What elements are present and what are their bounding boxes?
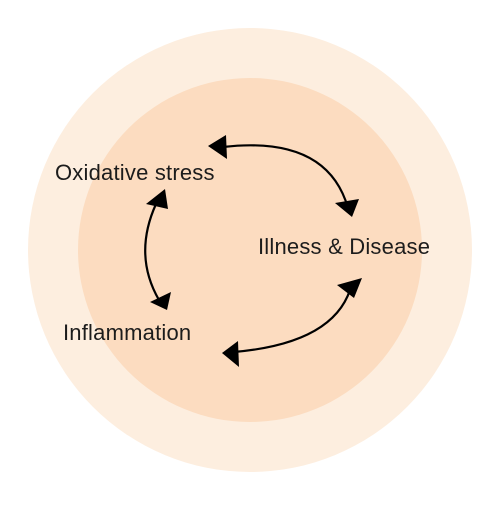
inner-disc bbox=[78, 78, 422, 422]
arrow-inflammation-oxidative bbox=[144, 189, 171, 310]
arrowhead-icon bbox=[337, 278, 362, 298]
arrowhead-icon bbox=[208, 135, 227, 159]
arrowhead-icon bbox=[150, 292, 171, 310]
arrowhead-icon bbox=[146, 189, 168, 209]
node-label-illness-disease: Illness & Disease bbox=[258, 234, 431, 259]
arrowhead-icon bbox=[335, 199, 359, 217]
node-label-oxidative-stress: Oxidative stress bbox=[55, 160, 215, 185]
node-label-inflammation: Inflammation bbox=[63, 320, 192, 345]
arrow-illness-inflammation bbox=[222, 278, 362, 367]
arrow-oxidative-illness bbox=[208, 135, 359, 217]
arrowhead-icon bbox=[222, 341, 239, 367]
